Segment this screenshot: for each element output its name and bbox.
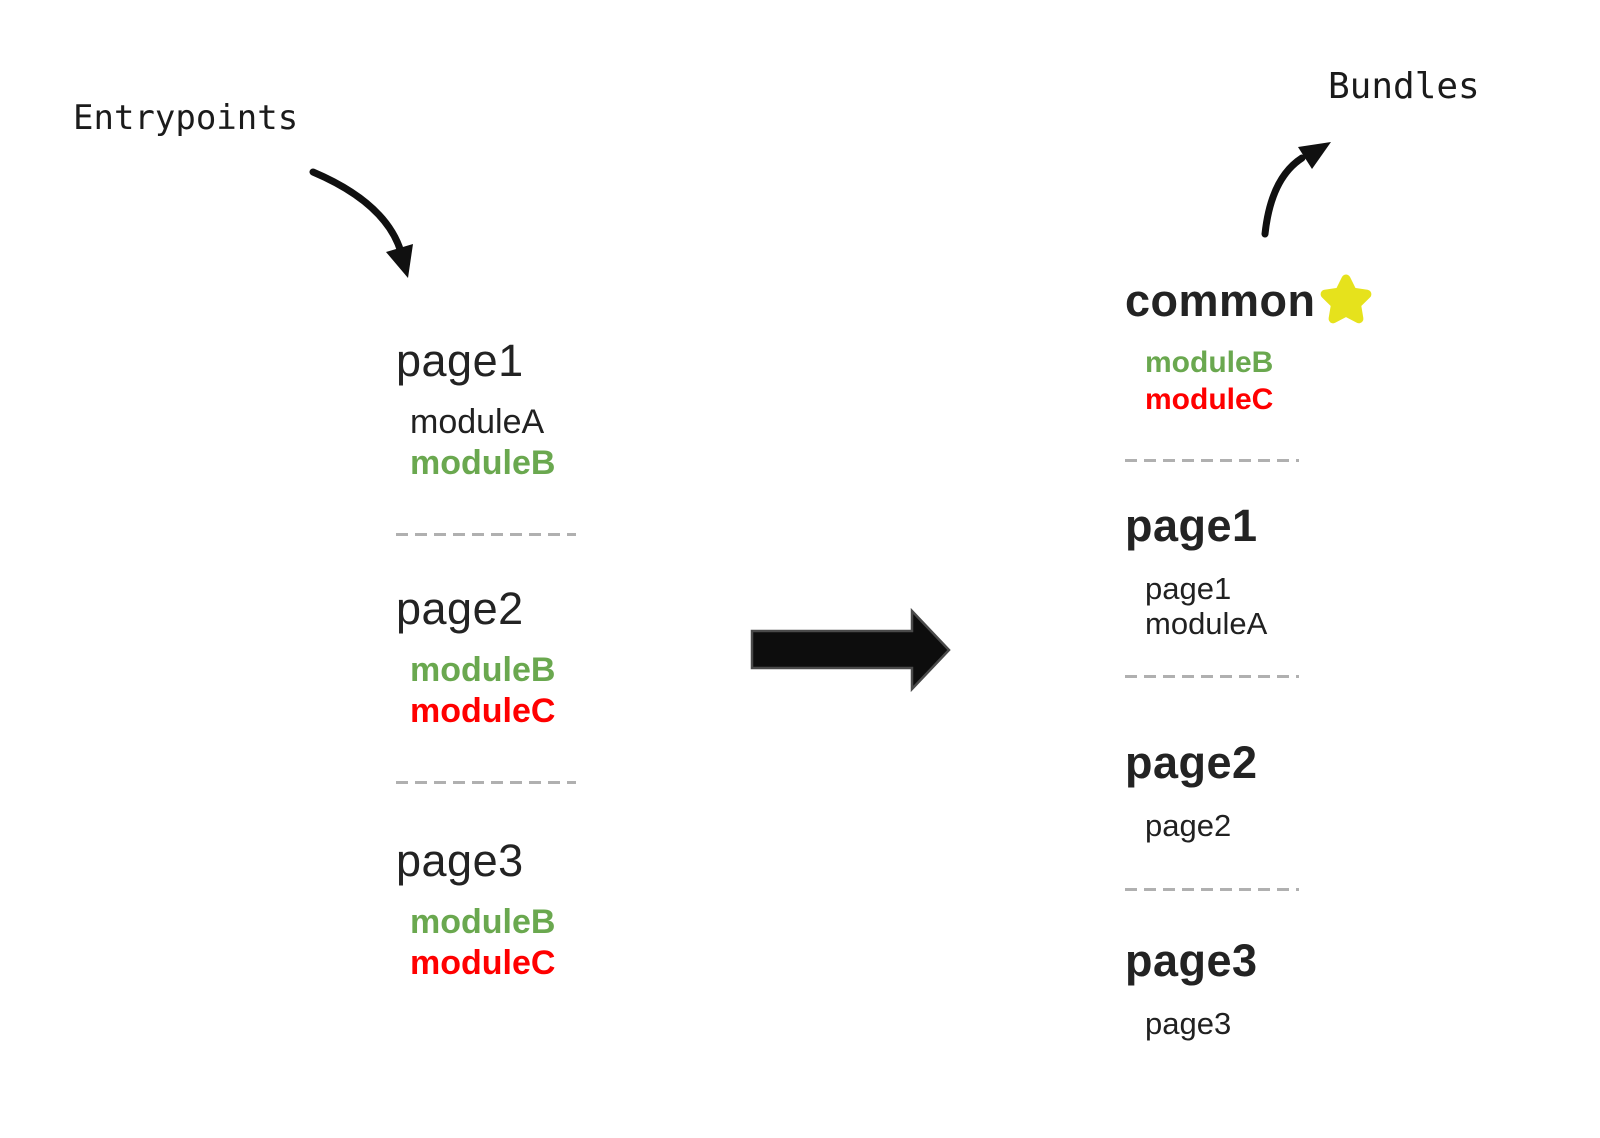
bundle-group-page3: page3 page3 (1125, 935, 1258, 1042)
module-item: moduleC (1145, 383, 1274, 416)
group-title: page2 (1125, 737, 1258, 788)
entrypoint-group-page3: page3 moduleB moduleC (396, 836, 555, 984)
bundle-group-common: common moduleB moduleC (1125, 276, 1316, 418)
divider (1125, 459, 1299, 462)
module-item: page2 (1145, 808, 1232, 843)
group-title: page1 (396, 335, 524, 386)
module-list: moduleB moduleC (396, 650, 555, 732)
divider (396, 533, 576, 536)
module-item: page1 (1145, 571, 1232, 606)
bundle-group-page2: page2 page2 (1125, 737, 1258, 844)
bundles-label: Bundles (1328, 66, 1480, 107)
module-list: page1 moduleA (1125, 571, 1267, 641)
group-title: page1 (1125, 500, 1258, 551)
module-item: moduleB (1145, 346, 1274, 379)
divider (1125, 888, 1299, 891)
module-list: page2 (1125, 808, 1258, 843)
group-title: common (1125, 275, 1316, 326)
module-list: moduleB moduleC (396, 902, 555, 984)
module-item: moduleA (410, 403, 545, 441)
bundle-group-page1: page1 page1 moduleA (1125, 500, 1267, 642)
group-title: page3 (1125, 935, 1258, 986)
group-title: page3 (396, 835, 524, 886)
entrypoints-curved-arrow (309, 168, 413, 278)
entrypoints-label: Entrypoints (73, 98, 299, 138)
group-title: page2 (396, 583, 524, 634)
star-icon (1320, 274, 1372, 324)
module-list: moduleA moduleB (396, 402, 555, 484)
module-item: moduleB (410, 651, 556, 689)
module-item: moduleC (410, 944, 556, 982)
module-item: moduleB (410, 444, 556, 482)
module-item: moduleB (410, 903, 556, 941)
module-item: moduleA (1145, 606, 1268, 641)
entrypoint-group-page2: page2 moduleB moduleC (396, 584, 555, 732)
bundles-curved-arrow (1261, 142, 1331, 238)
module-item: moduleC (410, 692, 556, 730)
divider (1125, 675, 1299, 678)
transform-arrow-icon (750, 607, 951, 693)
entrypoint-group-page1: page1 moduleA moduleB (396, 336, 555, 484)
module-list: moduleB moduleC (1125, 344, 1316, 418)
module-item: page3 (1145, 1006, 1232, 1041)
module-list: page3 (1125, 1006, 1258, 1041)
divider (396, 781, 576, 784)
